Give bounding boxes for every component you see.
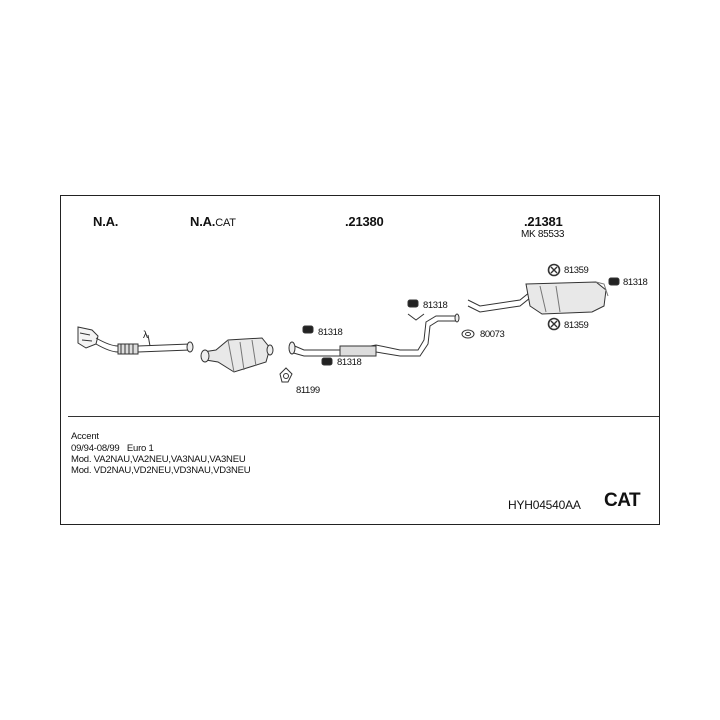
- mount-81318-c: [407, 299, 419, 308]
- callout-81318-b: 81318: [337, 357, 362, 368]
- callout-80073: 80073: [480, 329, 505, 340]
- section-4-prefix-dot: .: [524, 214, 528, 229]
- hangers-81359: [547, 263, 561, 331]
- vehicle-emission: Euro 1: [126, 443, 154, 454]
- mount-81318-d: [608, 277, 620, 286]
- section-1-label: N.A.: [93, 214, 119, 229]
- cat-badge: CAT: [604, 490, 641, 511]
- gasket-81199-hole: [283, 373, 289, 379]
- vehicle-mod-line-2: Mod. VD2NAU,VD2NEU,VD3NAU,VD3NEU: [71, 465, 251, 476]
- callout-81318-d: 81318: [623, 277, 648, 288]
- vehicle-years-line: 09/94-08/99 Euro 1: [71, 443, 154, 454]
- mount-81318-b: [321, 357, 333, 366]
- section-4-kit-number: MK 85533: [521, 229, 565, 240]
- callout-81199: 81199: [296, 385, 320, 396]
- section-2-label-suffix: CAT: [215, 217, 236, 229]
- section-4-part-number: .21381: [524, 214, 563, 229]
- section-2-label: N.A.CAT: [190, 214, 236, 229]
- kit-code: HYH04540AA: [508, 498, 581, 512]
- gasket-80073-drawing: [461, 329, 475, 339]
- rear-muffler-drawing: [467, 281, 609, 315]
- section-3-part-text: 21380: [348, 214, 384, 229]
- section-3-prefix-dot: .: [345, 214, 349, 229]
- callout-81318-c: 81318: [423, 300, 448, 311]
- diagram-frame: [60, 195, 660, 525]
- vehicle-model: Accent: [71, 431, 99, 442]
- vehicle-mod-line-1: Mod. VA2NAU,VA2NEU,VA3NAU,VA3NEU: [71, 454, 246, 465]
- middle-pipe-drawing: [288, 313, 460, 357]
- vehicle-years: 09/94-08/99: [71, 443, 120, 454]
- callout-81359-a: 81359: [564, 265, 589, 276]
- gasket-80073-hole: [465, 331, 471, 337]
- rubber-mounts: [302, 277, 620, 366]
- section-divider: [68, 416, 659, 417]
- callout-81318-a: 81318: [318, 327, 343, 338]
- section-4-part-text: 21381: [527, 214, 563, 229]
- section-2-label-main: N.A.: [190, 214, 216, 229]
- front-pipe-drawing: [77, 326, 194, 355]
- catalytic-converter-drawing: [200, 337, 274, 373]
- mount-81318-a: [302, 325, 314, 334]
- lambda-sensor-mark: λ: [143, 330, 148, 341]
- callout-81359-b: 81359: [564, 320, 589, 331]
- section-3-part-number: .21380: [345, 214, 384, 229]
